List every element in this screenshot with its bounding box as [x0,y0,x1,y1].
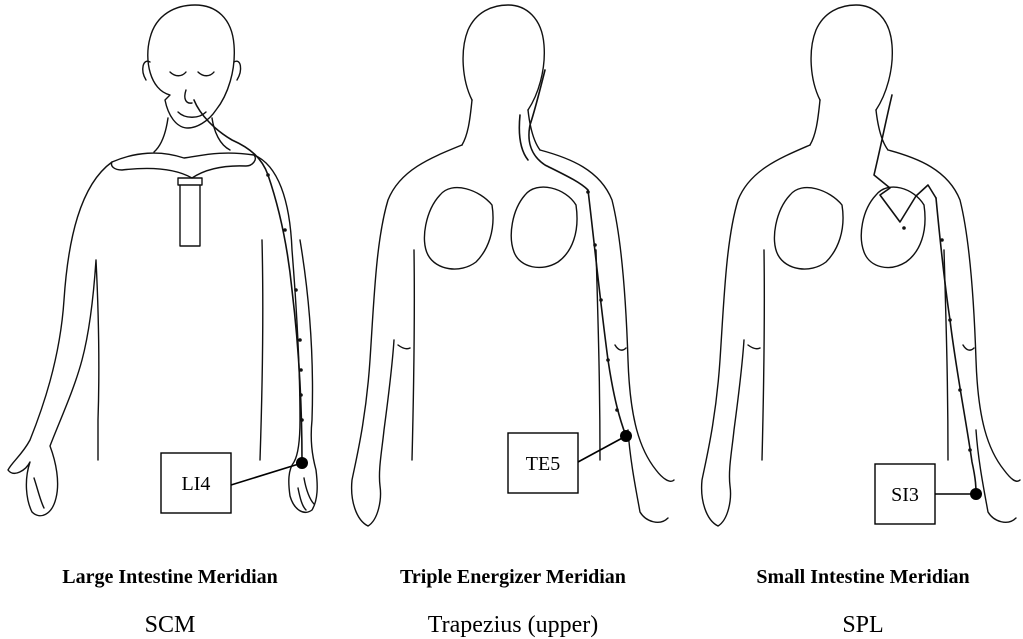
muscle-name-scm: SCM [145,612,196,638]
front-body-figure [8,5,317,516]
point-te5-leader [578,436,626,462]
point-te5-label: TE5 [526,453,560,475]
muscle-name-spl: SPL [842,612,883,638]
triple-energizer-meridian-line [519,70,626,436]
meridian-name-small-intestine: Small Intestine Meridian [756,566,969,588]
panel-large-intestine: LI4 Large Intestine Meridian SCM [8,5,317,638]
point-li4-label: LI4 [182,473,211,495]
panel-triple-energizer: TE5 Triple Energizer Meridian Trapezius … [352,5,674,638]
point-si3-label: SI3 [891,484,919,506]
small-intestine-meridian-line [874,95,976,494]
back-body-figure-2 [702,5,1020,526]
meridian-name-large-intestine: Large Intestine Meridian [62,566,278,588]
muscle-name-trapezius: Trapezius (upper) [428,612,598,638]
meridian-name-triple-energizer: Triple Energizer Meridian [400,566,626,588]
point-li4-leader [231,463,302,485]
panel-small-intestine: SI3 Small Intestine Meridian SPL [702,5,1020,638]
